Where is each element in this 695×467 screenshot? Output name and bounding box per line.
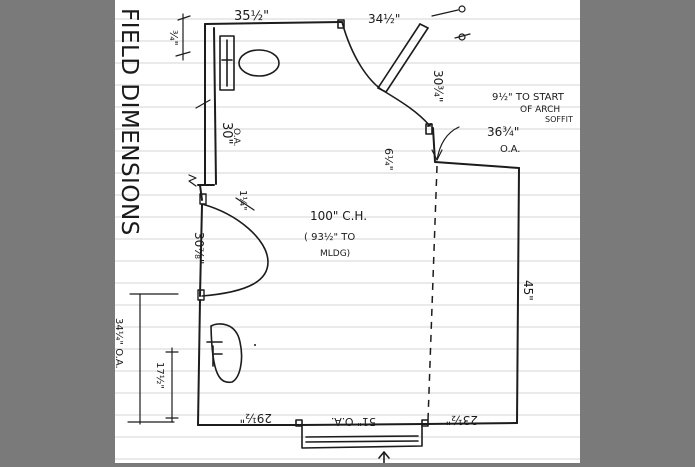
dim-bottom-left: 29½" (240, 411, 272, 425)
dimension-lines (127, 5, 471, 425)
dim-top-width: 35½" (234, 9, 269, 24)
toilet-fixture (219, 35, 280, 91)
dim-arch-width: 36¾" (487, 125, 519, 139)
dim-ceiling-height: 100" C.H. (310, 209, 367, 223)
dim-arch-note-3: SOFFIT (545, 115, 573, 124)
dim-arch-note-2: OF ARCH (520, 105, 560, 115)
sink-fixture (206, 323, 243, 384)
dim-small-offset: ¾" (167, 30, 180, 46)
dim-left-upper-suffix: O.A. (231, 128, 241, 146)
bath-door-swing (201, 203, 269, 297)
dim-right-side: 45" (521, 280, 535, 301)
window-opening (295, 419, 429, 464)
sheet-title: FIELD DIMENSIONS (116, 8, 142, 236)
dim-door-top: 34½" (368, 12, 400, 26)
dim-arch-width-suffix: O.A. (500, 144, 521, 155)
ruled-lines (115, 18, 580, 460)
dim-step: 1¼" (237, 190, 249, 211)
dim-molding-note-1: ( 93½" TO (304, 231, 355, 243)
dim-vanity-depth: 34¼" O.A. (113, 318, 125, 369)
top-door (337, 19, 433, 135)
dim-arch-note-1: 9½" TO START (492, 91, 565, 103)
arch-opening (427, 165, 438, 421)
dim-left-upper: 30" (219, 122, 234, 145)
dim-bottom-mid: 51" O.A. (331, 415, 376, 428)
dim-sink-offset: 17½" (154, 362, 166, 389)
dim-molding-note-2: MLDG) (320, 249, 350, 259)
dim-lower-left: 30⁷⁄₈" (192, 232, 206, 264)
dim-jog: 6¼" (382, 148, 395, 171)
dim-door-side: 30¾" (431, 70, 445, 102)
notebook-paper (115, 0, 580, 463)
dim-bottom-right: 23½" (446, 413, 478, 427)
